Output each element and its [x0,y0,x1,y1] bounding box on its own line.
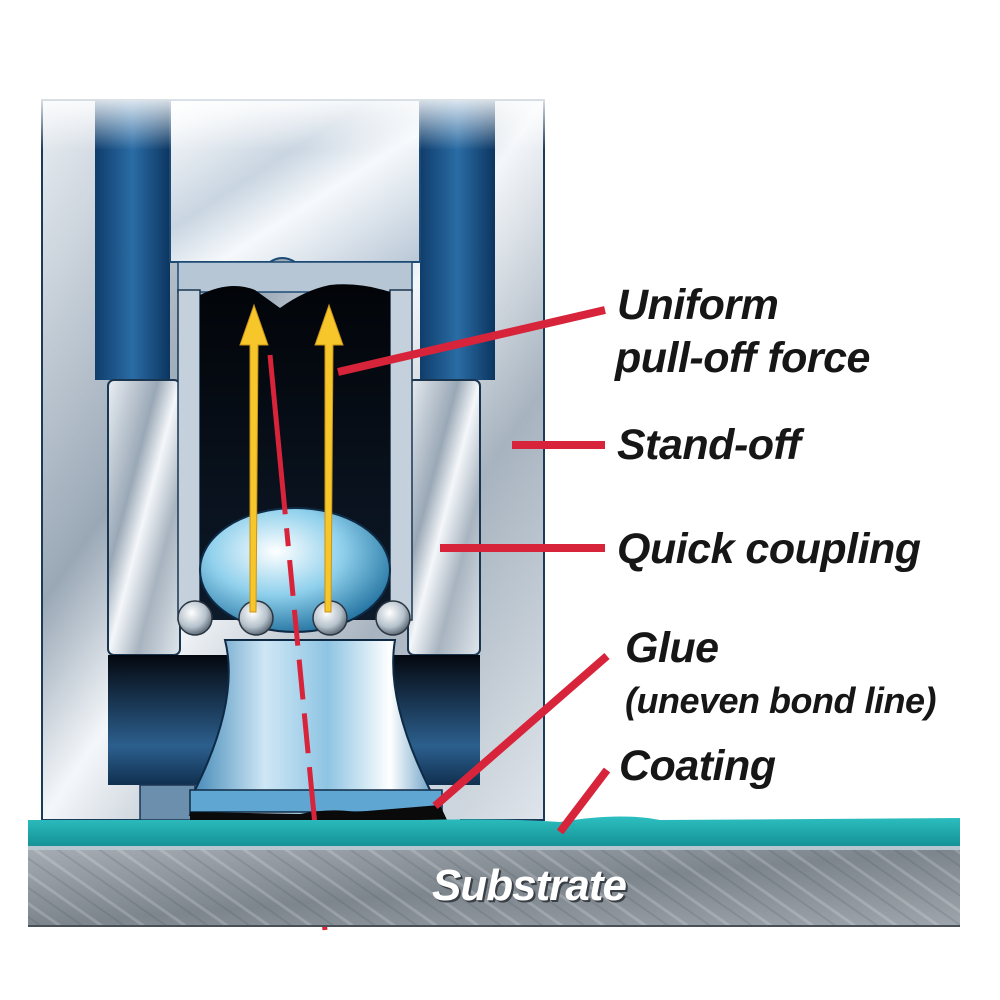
label-stand-off: Stand-off [617,421,801,469]
substrate-block [28,850,960,927]
bearing-balls [177,600,411,636]
dolly [188,507,443,816]
leader-coating [556,767,611,835]
coating-layer [28,816,960,848]
label-quick-coupling: Quick coupling [617,525,921,573]
label-uniform-force-line2: pull-off force [615,334,870,382]
pull-off-force-arrows [239,303,344,613]
leader-uniform-force [337,306,606,376]
label-glue-note: (uneven bond line) [625,680,937,721]
quick-coupling [107,289,481,656]
label-glue: Glue [625,624,719,672]
leader-lines [337,306,611,835]
label-coating: Coating [619,742,776,790]
glue-layer [190,805,448,822]
label-substrate: Substrate [432,861,627,910]
leader-glue [432,652,610,810]
label-uniform-force-line1: Uniform [617,281,779,329]
